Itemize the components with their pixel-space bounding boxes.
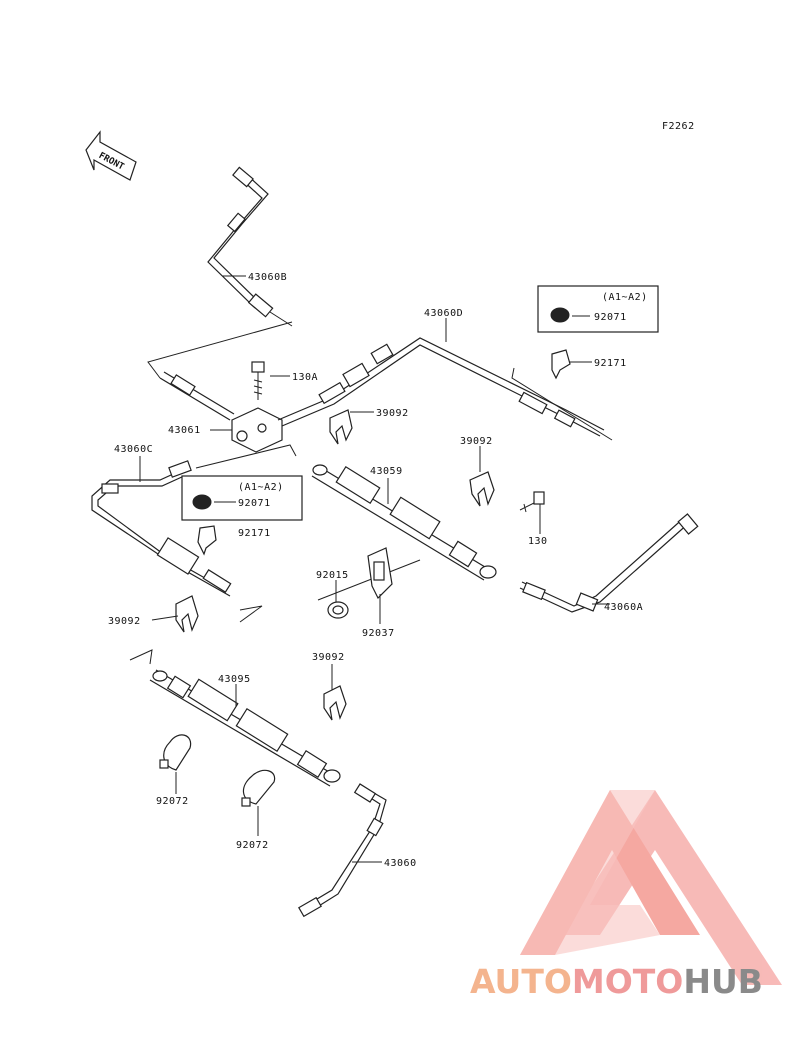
hose-43059 [311,464,497,581]
leader-lines [139,275,610,863]
callout-43060D: 43060D [424,308,463,319]
callout-39092-c: 39092 [108,616,141,627]
logo-wordmark: AUTOMOTOHUB [470,962,763,1001]
callout-43061: 43061 [168,425,201,436]
callout-92037: 92037 [362,628,395,639]
callout-43060B: 43060B [248,272,287,283]
bolt-130 [519,491,545,513]
hose-43060B [207,166,293,327]
callout-a1a2-mid: (A1~A2) [238,482,284,493]
band-92072-b [241,769,276,807]
clip-92171-mid [197,525,217,556]
callout-39092-b: 39092 [460,436,493,447]
clip-39092-d [323,685,347,721]
variant-box-top [537,285,659,333]
callout-92071-mid: 92071 [238,498,271,509]
callout-43060C: 43060C [114,444,153,455]
callout-43060A: 43060A [604,602,643,613]
callout-a1a2-top: (A1~A2) [602,292,648,303]
callout-92171-mid: 92171 [238,528,271,539]
clip-39092-a [329,409,353,445]
hose-43060C [91,460,232,597]
callout-43060: 43060 [384,858,417,869]
clip-92171-top [551,349,571,380]
callout-92171-top: 92171 [594,358,627,369]
variant-box-mid [181,475,303,521]
clip-39092-b [469,471,495,507]
tee-43061 [159,371,283,453]
logo-part-moto: MOTO [571,962,684,1001]
nut-92015 [327,601,349,619]
callout-43095: 43095 [218,674,251,685]
clamp-92037 [367,547,393,600]
callout-92072-b: 92072 [236,840,269,851]
callout-92071-top: 92071 [594,312,627,323]
bolt-130A [251,361,265,400]
hose-43095 [149,669,341,787]
front-arrow-icon: FRONT [85,130,137,181]
callout-43059: 43059 [370,466,403,477]
logo-triangle [520,790,782,985]
logo-part-auto: AUTO [470,962,572,1001]
logo-part-hub: HUB [683,962,763,1001]
clip-39092-c [175,595,199,633]
callout-130A: 130A [292,372,318,383]
callout-labels: 43060B 130A 43060D (A1~A2) 92071 92171 3… [108,272,648,869]
callout-130: 130 [528,536,548,547]
callout-92015: 92015 [316,570,349,581]
band-92072-a [159,734,192,771]
callout-92072-a: 92072 [156,796,189,807]
guide-lines [129,321,613,665]
callout-39092-a: 39092 [376,408,409,419]
hose-43060A [519,513,699,613]
callout-39092-d: 39092 [312,652,345,663]
figure-code: F2262 [662,121,695,132]
hose-43060 [298,783,387,918]
hose-43060D [277,337,605,437]
